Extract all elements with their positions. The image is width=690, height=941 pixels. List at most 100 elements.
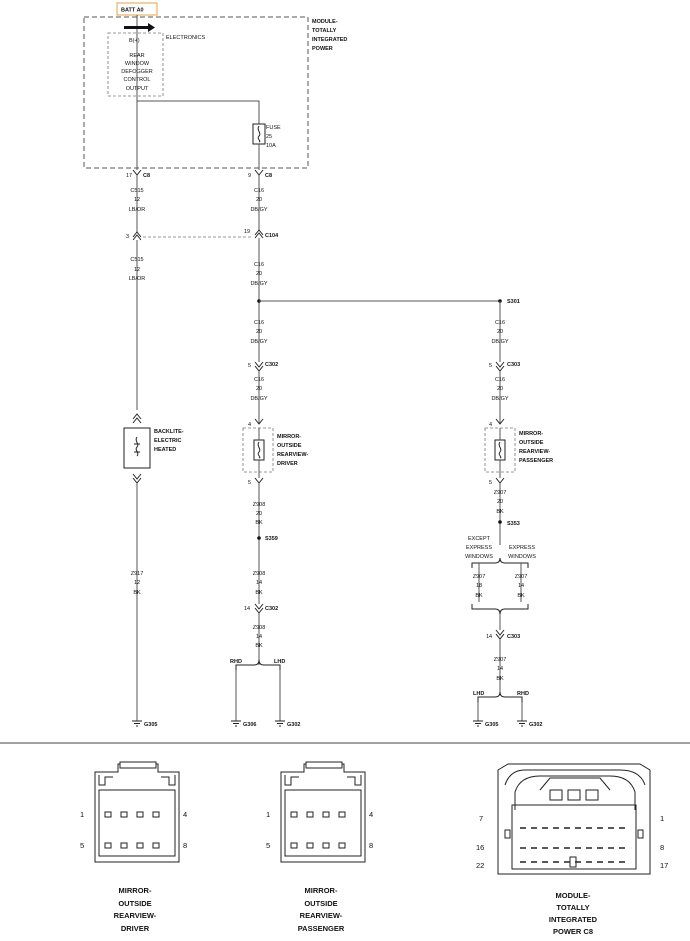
pin-cavity xyxy=(136,842,144,849)
c104-left-connector-icon xyxy=(132,231,142,241)
except-label-3: WINDOWS xyxy=(465,554,493,560)
right-ground-1-label: G305 xyxy=(485,722,498,728)
mid-wire-4-line-1: C16 xyxy=(254,377,264,383)
passenger-caption-3: REARVIEW- xyxy=(300,911,343,920)
tipm-pin-1: 1 xyxy=(660,814,664,823)
c302-bottom-label: C302 xyxy=(265,606,278,612)
mirror-driver-label-3: REARVIEW- xyxy=(277,452,308,458)
b-plus-label: B(+) xyxy=(129,38,140,44)
pin-cavity xyxy=(120,842,128,849)
connector-latch xyxy=(305,761,343,769)
left-wire-3-line-1: Z917 xyxy=(131,571,144,577)
backlite-heater-icon xyxy=(123,427,151,469)
c8-mid-label: C8 xyxy=(265,173,272,179)
connector-view-tipm-c8: 7 1 16 8 22 17 MODULE- TOTALLY INTEGRATE… xyxy=(476,763,668,936)
pin-cavity xyxy=(338,842,346,849)
connector-housing xyxy=(497,763,651,875)
pin-cavity xyxy=(306,842,314,849)
mirror-passenger-in-connector-icon xyxy=(495,418,505,425)
right-wire-2-line-1: C16 xyxy=(495,377,505,383)
latch-slot xyxy=(567,789,581,801)
fuse-label-2: 25 xyxy=(266,134,272,140)
c302-top-connector-icon xyxy=(254,361,264,372)
right-wire-4a-line-1: Z907 xyxy=(473,574,486,580)
connector-cavity-area xyxy=(284,789,362,857)
backlite-label-2: ELECTRIC xyxy=(154,438,182,444)
mirror-driver-label-4: DRIVER xyxy=(277,461,298,467)
mirror-passenger-label-3: REARVIEW- xyxy=(519,449,550,455)
s359-label: S359 xyxy=(265,536,278,542)
driver-pin-1: 1 xyxy=(80,810,84,819)
driver-pin-4: 4 xyxy=(183,810,187,819)
backlite-label-3: HEATED xyxy=(154,447,176,453)
backlite-top-connector-icon xyxy=(132,413,142,424)
pin-cavity xyxy=(104,811,112,818)
mirror-driver-label-2: OUTSIDE xyxy=(277,443,302,449)
connector-view-mirror-driver: 1 4 5 8 MIRROR- OUTSIDE REARVIEW- DRIVER xyxy=(80,761,187,933)
bplus-to-fuse-wire xyxy=(136,30,260,124)
mid-wire-2-line-1: C16 xyxy=(254,262,264,268)
connector-locking-ribs xyxy=(98,775,176,786)
pin-cavity xyxy=(152,842,160,849)
pin-cavity xyxy=(322,842,330,849)
c303-bottom-label: C303 xyxy=(507,634,520,640)
right-option-bracket-bottom xyxy=(471,604,529,615)
mid-wire-2-line-3: DB/GY xyxy=(250,281,267,287)
s301-label: S301 xyxy=(507,299,520,305)
tipm-pin-17: 17 xyxy=(660,861,668,870)
mid-wire-5-line-3: BK xyxy=(255,520,263,526)
splice-s359 xyxy=(257,536,261,540)
right-wire-4a-line-2: 18 xyxy=(476,583,482,589)
left-wire-1-line-2: 12 xyxy=(134,197,140,203)
pin-cavity xyxy=(152,811,160,818)
connector-pin-grid xyxy=(520,827,630,863)
ground-g302-right-icon xyxy=(517,720,527,727)
c302-bottom-connector-icon xyxy=(254,603,264,614)
right-pin-5b: 5 xyxy=(489,480,492,486)
connector-view-mirror-passenger: 1 4 5 8 MIRROR- OUTSIDE REARVIEW- PASSEN… xyxy=(266,761,373,933)
mid-pin-5b: 5 xyxy=(248,480,251,486)
mid-wire-7-line-2: 14 xyxy=(256,634,262,640)
mid-wire-5-line-1: Z908 xyxy=(253,502,266,508)
pin-cavity xyxy=(290,842,298,849)
module-label-1: MODULE- xyxy=(312,19,338,25)
mid-pin-4: 4 xyxy=(248,422,251,428)
mid-pin-14: 14 xyxy=(244,606,250,612)
passenger-pin-1: 1 xyxy=(266,810,270,819)
s353-label: S353 xyxy=(507,521,520,527)
connector-pin-grid xyxy=(104,811,160,849)
mid-wire-2-line-2: 20 xyxy=(256,271,262,277)
tipm-caption-2: TOTALLY xyxy=(556,903,589,912)
right-wire-3-line-2: 20 xyxy=(497,499,503,505)
passenger-caption-1: MIRROR- xyxy=(305,886,338,895)
tipm-caption-1: MODULE- xyxy=(556,891,591,900)
latch-slot xyxy=(585,789,599,801)
mid-wire-7-line-3: BK xyxy=(255,643,263,649)
right-wire-1-line-2: 20 xyxy=(497,329,503,335)
mirror-driver-label-1: MIRROR- xyxy=(277,434,301,440)
mid-pin-19: 19 xyxy=(244,229,250,235)
passenger-pin-8: 8 xyxy=(369,841,373,850)
connector-locking-ribs xyxy=(284,775,362,786)
module-label-4: POWER xyxy=(312,46,333,52)
c303-top-connector-icon xyxy=(495,361,505,372)
right-wire-3-line-1: Z907 xyxy=(494,490,507,496)
driver-caption-4: DRIVER xyxy=(121,924,150,933)
left-wire-1-line-1: C515 xyxy=(130,188,143,194)
mid-wire-3-line-2: 20 xyxy=(256,329,262,335)
tipm-caption-3: INTEGRATED xyxy=(549,915,598,924)
right-wire-2-line-3: DB/GY xyxy=(491,396,508,402)
ground-g305-right-icon xyxy=(473,720,483,727)
mid-wire-4-line-3: DB/GY xyxy=(250,396,267,402)
mirror-driver-out-connector-icon xyxy=(254,477,264,484)
right-wire-4b-line-2: 14 xyxy=(518,583,524,589)
mid-ground-1-label: G306 xyxy=(243,722,256,728)
tipm-pin-7: 7 xyxy=(479,814,483,823)
left-pin-17: 17 xyxy=(126,173,132,179)
tipm-pin-8: 8 xyxy=(660,843,664,852)
mirror-passenger-element-icon xyxy=(498,441,502,459)
tipm-pin-16: 16 xyxy=(476,843,484,852)
fuse-element-icon xyxy=(257,125,261,143)
right-wire-4b-line-1: Z907 xyxy=(515,574,528,580)
